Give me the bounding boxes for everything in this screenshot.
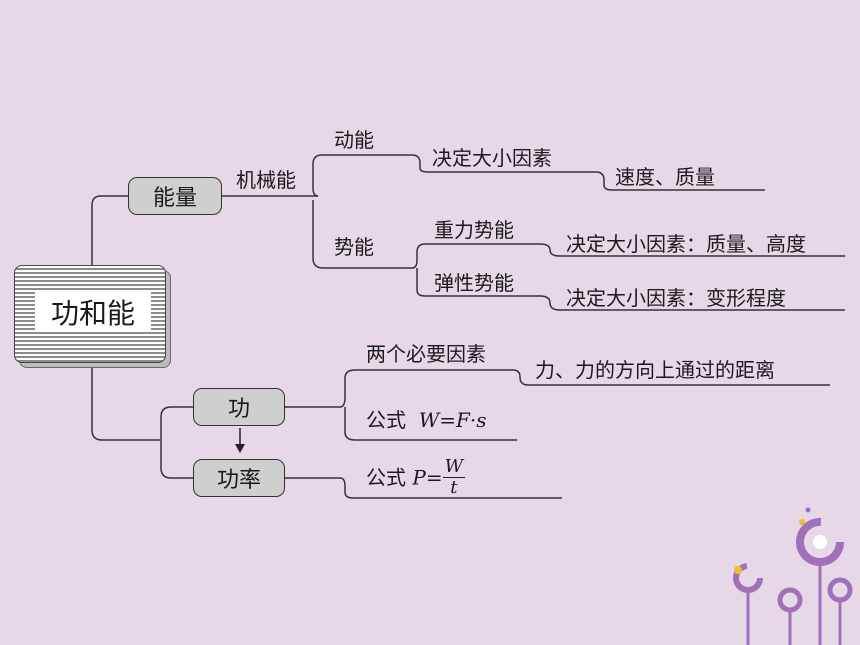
power-formula-lhs: P= [412, 465, 443, 490]
elastic-potential-label: 弹性势能 [434, 271, 514, 295]
mechanical-energy-label: 机械能 [236, 168, 296, 192]
kinetic-factor-label: 决定大小因素 [432, 146, 552, 170]
work-formula-expression: W=F·s [418, 408, 487, 432]
work-factors-label: 两个必要因素 [366, 342, 486, 366]
work-formula-prefix: 公式 [366, 408, 406, 432]
power-formula-numerator: W [442, 456, 466, 478]
root-node-label: 功和能 [35, 292, 151, 332]
power-formula-prefix: 公式 [366, 465, 406, 490]
work-formula: 公式 W=F·s [366, 410, 487, 430]
power-formula-denominator: t [450, 477, 458, 498]
elastic-factor: 决定大小因素：变形程度 [566, 286, 786, 310]
gravitational-factor: 决定大小因素：质量、高度 [566, 232, 806, 256]
energy-node: 能量 [128, 177, 222, 215]
root-node: 功和能 [14, 265, 166, 363]
work-node: 功 [193, 388, 285, 426]
arrow-down-icon [235, 428, 245, 453]
kinetic-energy-label: 动能 [334, 128, 374, 152]
kinetic-factor-value: 速度、质量 [615, 165, 715, 189]
gravitational-potential-label: 重力势能 [434, 218, 514, 242]
decorative-circles [733, 507, 853, 645]
work-factors-value: 力、力的方向上通过的距离 [535, 358, 775, 382]
power-node: 功率 [193, 459, 285, 497]
potential-energy-label: 势能 [334, 235, 374, 259]
